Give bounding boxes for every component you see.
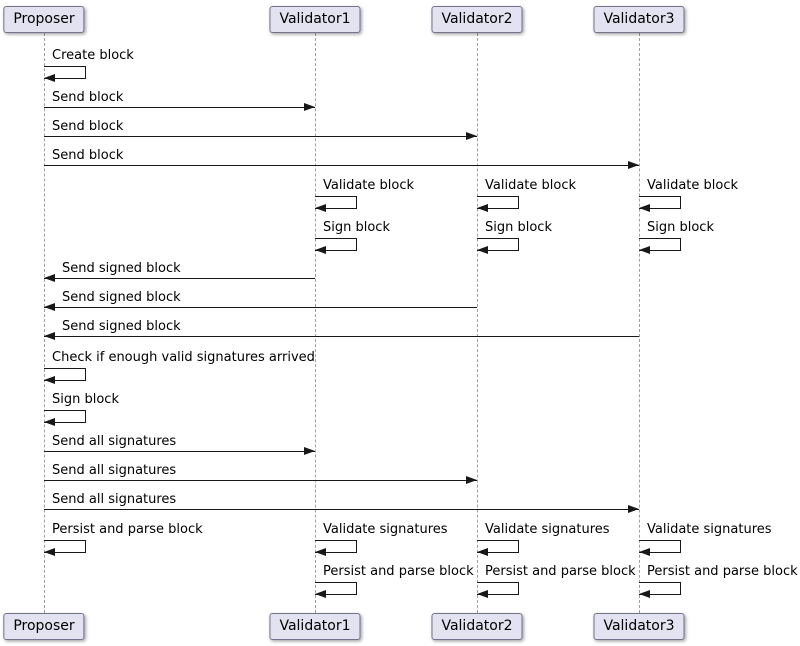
arrowhead: [304, 103, 315, 111]
arrowhead: [44, 548, 55, 556]
message-label-send-signed-block-v2: Send signed block: [62, 290, 181, 305]
arrowhead: [466, 476, 477, 484]
participant-validator2-bottom: Validator2: [431, 613, 523, 640]
arrow-line: [44, 451, 315, 452]
message-label-send-all-signatures-v3: Send all signatures: [52, 492, 177, 507]
participant-validator1-bottom: Validator1: [269, 613, 361, 640]
message-label-persist-parse-proposer: Persist and parse block: [52, 522, 203, 537]
message-label-send-block-v2: Send block: [52, 119, 124, 134]
message-label-sign-block-v1: Sign block: [323, 220, 390, 235]
arrowhead: [477, 590, 488, 598]
arrow-line: [44, 165, 639, 166]
participant-proposer-bottom: Proposer: [3, 613, 85, 640]
self-arrow: [639, 540, 681, 553]
lifeline-proposer: [44, 33, 45, 613]
self-arrow: [477, 196, 519, 209]
arrowhead: [639, 548, 650, 556]
self-arrow: [477, 582, 519, 595]
arrow-line: [44, 307, 477, 308]
message-label-persist-parse-v3: Persist and parse block: [647, 564, 798, 579]
arrowhead: [315, 590, 326, 598]
arrowhead: [639, 246, 650, 254]
arrowhead: [477, 246, 488, 254]
message-label-send-block-v3: Send block: [52, 148, 124, 163]
arrow-line: [44, 107, 315, 108]
message-label-send-all-signatures-v1: Send all signatures: [52, 434, 177, 449]
self-arrow: [477, 238, 519, 251]
message-label-sign-block-v2: Sign block: [485, 220, 552, 235]
arrowhead: [639, 590, 650, 598]
self-arrow: [44, 66, 86, 79]
message-label-send-signed-block-v3: Send signed block: [62, 319, 181, 334]
message-label-persist-parse-v1: Persist and parse block: [323, 564, 474, 579]
self-arrow: [477, 540, 519, 553]
arrowhead: [44, 274, 55, 282]
message-label-check-signatures: Check if enough valid signatures arrived: [52, 350, 315, 365]
message-label-send-block-v1: Send block: [52, 90, 124, 105]
self-arrow: [315, 238, 357, 251]
participant-validator1-top: Validator1: [269, 6, 361, 33]
arrow-line: [44, 509, 639, 510]
self-arrow: [315, 582, 357, 595]
arrowhead: [315, 246, 326, 254]
message-label-send-signed-block-v1: Send signed block: [62, 261, 181, 276]
arrow-line: [44, 336, 639, 337]
participant-validator2-top: Validator2: [431, 6, 523, 33]
arrowhead: [44, 303, 55, 311]
arrowhead: [44, 74, 55, 82]
message-label-validate-signatures-v1: Validate signatures: [323, 522, 448, 537]
self-arrow: [315, 196, 357, 209]
arrowhead: [628, 161, 639, 169]
arrow-line: [44, 136, 477, 137]
self-arrow: [639, 582, 681, 595]
self-arrow: [639, 238, 681, 251]
participant-validator3-bottom: Validator3: [593, 613, 685, 640]
lifeline-validator1: [315, 33, 316, 613]
arrowhead: [466, 132, 477, 140]
arrowhead: [315, 548, 326, 556]
lifeline-validator2: [477, 33, 478, 613]
message-label-persist-parse-v2: Persist and parse block: [485, 564, 636, 579]
message-label-validate-block-v3: Validate block: [647, 178, 739, 193]
self-arrow: [44, 540, 86, 553]
arrowhead: [44, 418, 55, 426]
self-arrow: [315, 540, 357, 553]
message-label-create-block: Create block: [52, 48, 134, 63]
arrowhead: [304, 447, 315, 455]
participant-proposer-top: Proposer: [3, 6, 85, 33]
message-label-validate-signatures-v2: Validate signatures: [485, 522, 610, 537]
arrow-line: [44, 278, 315, 279]
arrowhead: [44, 332, 55, 340]
self-arrow: [639, 196, 681, 209]
message-label-validate-block-v2: Validate block: [485, 178, 577, 193]
self-arrow: [44, 410, 86, 423]
arrow-line: [44, 480, 477, 481]
message-label-validate-signatures-v3: Validate signatures: [647, 522, 772, 537]
arrowhead: [477, 204, 488, 212]
self-arrow: [44, 368, 86, 381]
message-label-validate-block-v1: Validate block: [323, 178, 415, 193]
arrowhead: [315, 204, 326, 212]
participant-validator3-top: Validator3: [593, 6, 685, 33]
arrowhead: [44, 376, 55, 384]
arrowhead: [639, 204, 650, 212]
arrowhead: [477, 548, 488, 556]
message-label-sign-block-proposer: Sign block: [52, 392, 119, 407]
message-label-sign-block-v3: Sign block: [647, 220, 714, 235]
message-label-send-all-signatures-v2: Send all signatures: [52, 463, 177, 478]
lifeline-validator3: [639, 33, 640, 613]
arrowhead: [628, 505, 639, 513]
